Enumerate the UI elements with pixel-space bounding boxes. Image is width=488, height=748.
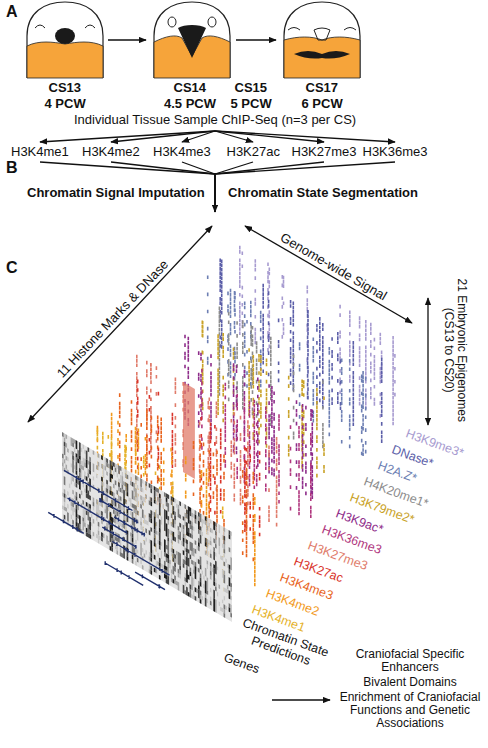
mark-label: H3K36me3 — [363, 145, 428, 159]
merge-line — [40, 162, 215, 174]
fan-arrow — [215, 131, 395, 142]
mark-label: H3K4me3 — [153, 145, 211, 159]
step-label: Individual Tissue Sample ChIP-Seq (n=3 p… — [74, 113, 356, 127]
embryo-drawing — [284, 2, 360, 78]
head-outline — [27, 2, 103, 78]
step-label: Chromatin Signal Imputation — [27, 186, 205, 200]
stomodeum — [55, 28, 75, 44]
age-label: 6 PCW — [302, 97, 343, 111]
mark-label: H3K27ac — [227, 145, 280, 159]
nose — [314, 28, 330, 40]
chromatin-state — [62, 434, 232, 614]
axis-label: 11 Histone Marks & DNase — [54, 257, 171, 380]
mark-label: H3K4me2 — [82, 145, 140, 159]
eye-mark — [288, 28, 356, 31]
signal-track — [202, 369, 311, 518]
stomodeum — [178, 25, 206, 58]
result-text: Craniofacial Specific Enhancers — [334, 648, 486, 674]
stage-label: CS15 — [235, 81, 268, 95]
merge-line — [215, 162, 395, 174]
panel-letter: A — [6, 3, 18, 21]
process-arrow — [214, 174, 216, 212]
stage-arrow — [108, 39, 146, 40]
mark-label: H3K4me1 — [11, 145, 69, 159]
axis-label: 21 Embryonic Epigenomes (CS13 to CS20) — [442, 275, 468, 425]
nasal-pit — [208, 17, 216, 27]
step-label: Chromatin State Segmentation — [228, 186, 418, 200]
age-label: 4 PCW — [45, 97, 86, 111]
embryo-drawing — [154, 2, 230, 78]
fan-arrow — [40, 131, 215, 142]
embryo-drawing — [27, 2, 103, 78]
stage-label: CS14 — [174, 81, 207, 95]
result-arrow — [272, 699, 330, 701]
chromatin-state — [62, 435, 232, 622]
tissue-region — [284, 37, 360, 78]
stage-label: CS17 — [306, 81, 339, 95]
age-label: 5 PCW — [231, 97, 272, 111]
age-label: 4.5 PCW — [164, 97, 216, 111]
head-outline — [154, 2, 230, 78]
nasal-pit — [168, 17, 176, 27]
panel-letter: C — [6, 259, 18, 277]
merge-line — [182, 162, 215, 174]
mark-label: H3K27me3 — [292, 145, 357, 159]
axis-label: Genome-wide Signal — [277, 231, 388, 304]
fan-arrow — [111, 131, 215, 142]
head-outline — [284, 2, 360, 78]
eye-mark — [35, 25, 95, 28]
mouth — [294, 51, 350, 59]
tissue-region — [27, 42, 103, 78]
panel-letter: B — [6, 159, 18, 177]
layer-label: Genes — [222, 651, 261, 677]
result-text: Enrichment of Craniofacial Functions and… — [334, 691, 486, 730]
merge-line — [111, 162, 215, 174]
chromatin-state — [76, 440, 231, 612]
result-text: Bivalent Domains — [334, 676, 486, 689]
signal-track — [208, 275, 366, 456]
epigenome-stack — [48, 246, 395, 622]
axis-arrow — [427, 298, 428, 425]
chromatin-state — [62, 432, 232, 618]
gene-model — [48, 470, 169, 589]
stage-arrow — [236, 39, 276, 40]
chromatin-state — [62, 433, 232, 613]
fan-arrow — [182, 131, 215, 142]
stage-label: CS13 — [49, 81, 82, 95]
